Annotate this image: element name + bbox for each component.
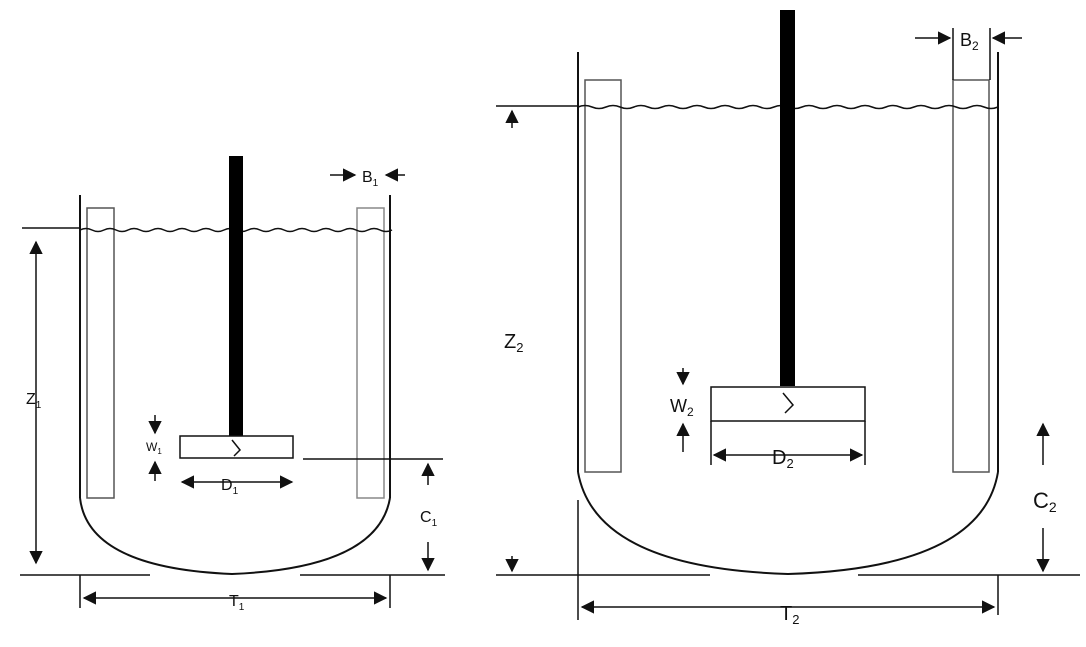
large-tank-impeller-hub	[782, 392, 795, 414]
large-tank-dimensions	[505, 28, 1050, 614]
small-tank	[20, 156, 445, 608]
small-tank-shaft	[229, 156, 243, 438]
small-tank-right-baffle	[356, 207, 385, 499]
small-baffle-label: B1	[362, 169, 379, 189]
small-w-label: W1	[146, 440, 162, 456]
large-baffle-label: B2	[960, 30, 979, 53]
small-t-label: T1	[229, 593, 245, 613]
small-tank-impeller-hub	[231, 439, 242, 457]
large-tank-bottom	[577, 471, 999, 576]
small-tank-impeller	[179, 435, 294, 459]
large-tank-left-baffle	[584, 79, 622, 473]
large-tank-right-baffle	[952, 79, 990, 473]
large-t-label: T2	[780, 603, 799, 627]
small-tank-dimensions	[29, 168, 435, 605]
large-w-label: W2	[670, 396, 694, 419]
large-tank	[496, 10, 1080, 620]
small-d-label: D1	[221, 477, 239, 497]
large-c-label: C2	[1033, 488, 1057, 515]
small-c-label: C1	[420, 509, 438, 529]
large-z-label: Z2	[504, 331, 523, 355]
large-tank-shaft	[780, 10, 795, 386]
small-tank-left-baffle	[86, 207, 115, 499]
large-d-label: D2	[772, 447, 794, 471]
small-tank-bottom	[79, 497, 391, 576]
large-tank-impeller	[710, 386, 866, 422]
small-z-label: Z1	[26, 391, 42, 411]
